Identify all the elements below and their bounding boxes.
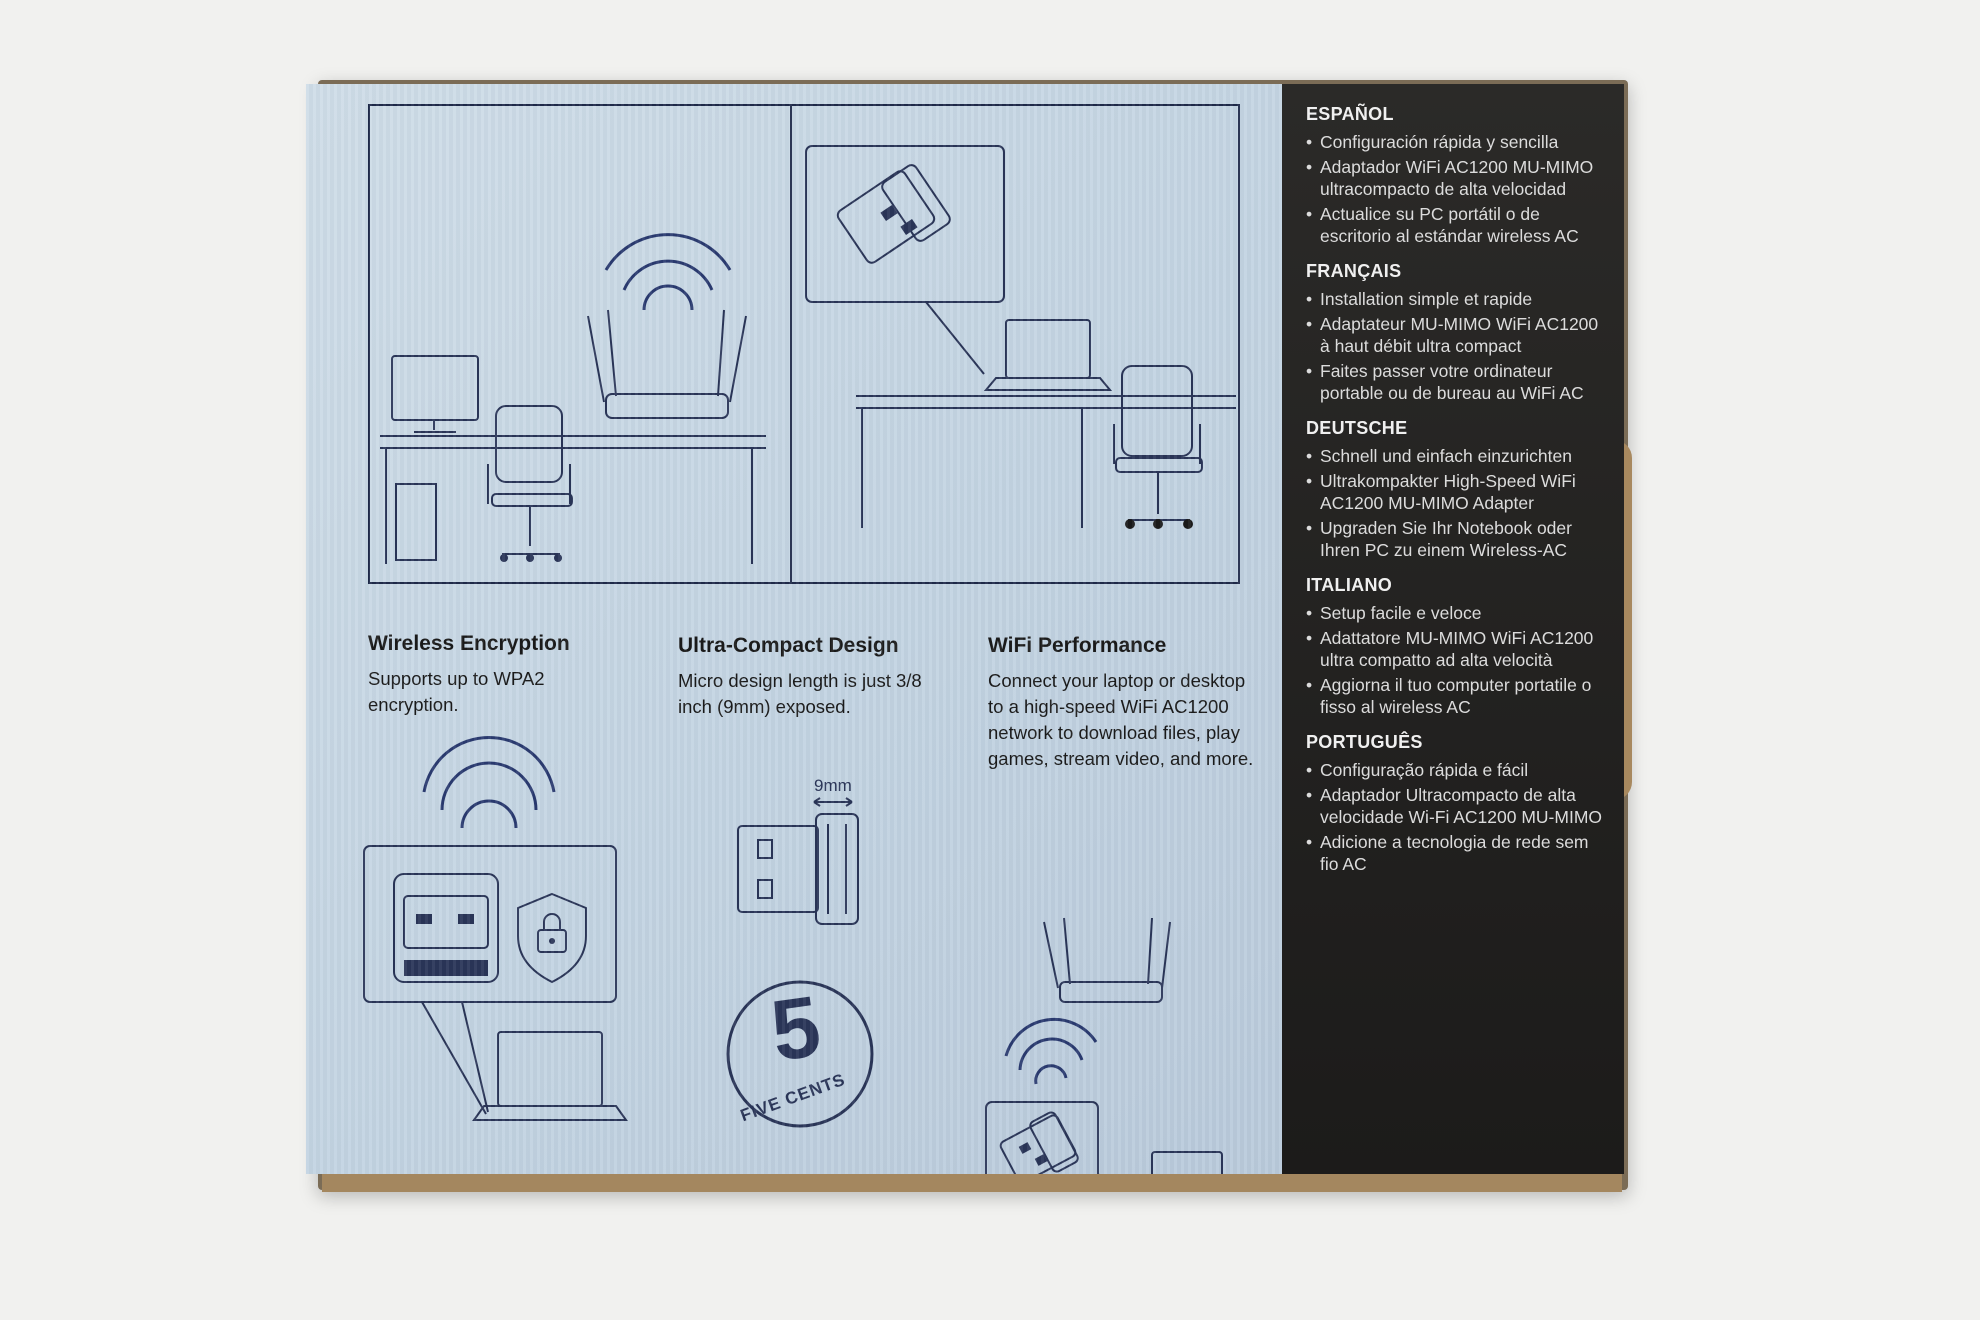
lang-section-espanol: ESPAÑOL Configuración rápida y sencilla … <box>1306 104 1606 247</box>
lang-item: Configuração rápida e fácil <box>1306 759 1606 781</box>
lang-item: Setup facile e veloce <box>1306 602 1606 624</box>
zoom-pointer <box>421 1001 487 1115</box>
laptop-icon <box>983 319 1113 391</box>
laptop-icon-small <box>1151 1151 1223 1174</box>
feature-title: WiFi Performance <box>988 634 1167 657</box>
office-desk-scene-illustration <box>380 145 1236 564</box>
router-icon-small <box>1043 917 1171 1003</box>
lang-heading: PORTUGUÊS <box>1306 732 1423 752</box>
lang-item: Configuración rápida y sencilla <box>1306 131 1606 153</box>
lang-item: Faites passer votre ordinateur portable … <box>1306 360 1606 404</box>
feature-body: Connect your laptop or desktop to a high… <box>988 670 1254 769</box>
lang-section-francais: FRANÇAIS Installation simple et rapide A… <box>1306 261 1606 404</box>
wifi-signal-icon <box>422 735 556 829</box>
feature-wifi-performance: WiFi Performance Connect your laptop or … <box>988 634 1258 772</box>
feature-body: Micro design length is just 3/8 inch (9m… <box>678 670 922 717</box>
office-chair-icon-right <box>1113 365 1203 529</box>
laptop-icon-left <box>472 1031 628 1121</box>
desk-icon <box>380 435 766 564</box>
router-icon <box>587 233 747 419</box>
adapter-zoom-box-small <box>985 1101 1099 1174</box>
feature-body: Supports up to WPA2 encryption. <box>368 668 545 715</box>
scene-frame-right <box>790 104 1240 584</box>
feature-ultra-compact-design: Ultra-Compact Design Micro design length… <box>678 634 948 720</box>
lang-heading: ESPAÑOL <box>1306 104 1394 124</box>
dimension-label: 9mm <box>814 776 852 795</box>
usb-adapter-icon-small <box>999 1111 1079 1174</box>
lang-item: Ultrakompakter High-Speed WiFi AC1200 MU… <box>1306 470 1606 514</box>
lang-item: Aggiorna il tuo computer portatile o fis… <box>1306 674 1606 718</box>
language-panel: ESPAÑOL Configuración rápida y sencilla … <box>1282 84 1624 1174</box>
desk-icon-right <box>856 395 1236 528</box>
lang-section-italiano: ITALIANO Setup facile e veloce Adattator… <box>1306 575 1606 718</box>
lang-heading: FRANÇAIS <box>1306 261 1402 281</box>
lang-item: Installation simple et rapide <box>1306 288 1606 310</box>
five-cent-coin-icon <box>726 980 874 1128</box>
feature-title: Ultra-Compact Design <box>678 634 899 657</box>
wifi-signal-icon-small <box>1004 1017 1098 1085</box>
lang-item: Adattatore MU-MIMO WiFi AC1200 ultra com… <box>1306 627 1606 671</box>
lang-heading: DEUTSCHE <box>1306 418 1408 438</box>
scene-frame-left <box>368 104 792 584</box>
compact-adapter-icon <box>737 797 859 925</box>
desktop-monitor-icon <box>391 355 479 433</box>
box-front-panel: Wireless Encryption Supports up to WPA2 … <box>306 84 1284 1174</box>
lang-item: Adaptateur MU-MIMO WiFi AC1200 à haut dé… <box>1306 313 1606 357</box>
office-chair-icon <box>487 405 573 562</box>
lang-item: Adaptador Ultracompacto de alta velocida… <box>1306 784 1606 828</box>
shield-lock-icon <box>517 892 587 984</box>
usb-adapter-icon <box>393 873 499 983</box>
feature-wireless-encryption: Wireless Encryption Supports up to WPA2 … <box>368 632 608 718</box>
lang-item: Upgraden Sie Ihr Notebook oder Ihren PC … <box>1306 517 1606 561</box>
lang-heading: ITALIANO <box>1306 575 1393 595</box>
adapter-zoom-box <box>363 845 617 1003</box>
lang-item: Actualice su PC portátil o de escritorio… <box>1306 203 1606 247</box>
lang-item: Adicione a tecnologia de rede sem fio AC <box>1306 831 1606 875</box>
lang-section-deutsche: DEUTSCHE Schnell und einfach einzurichte… <box>1306 418 1606 561</box>
bottom-illustrations <box>363 735 1223 1174</box>
usb-adapter-zoom-icon <box>805 145 1005 375</box>
lang-item: Adaptador WiFi AC1200 MU-MIMO ultracompa… <box>1306 156 1606 200</box>
lang-section-portugues: PORTUGUÊS Configuração rápida e fácil Ad… <box>1306 732 1606 875</box>
feature-title: Wireless Encryption <box>368 632 570 655</box>
lang-item: Schnell und einfach einzurichten <box>1306 445 1606 467</box>
